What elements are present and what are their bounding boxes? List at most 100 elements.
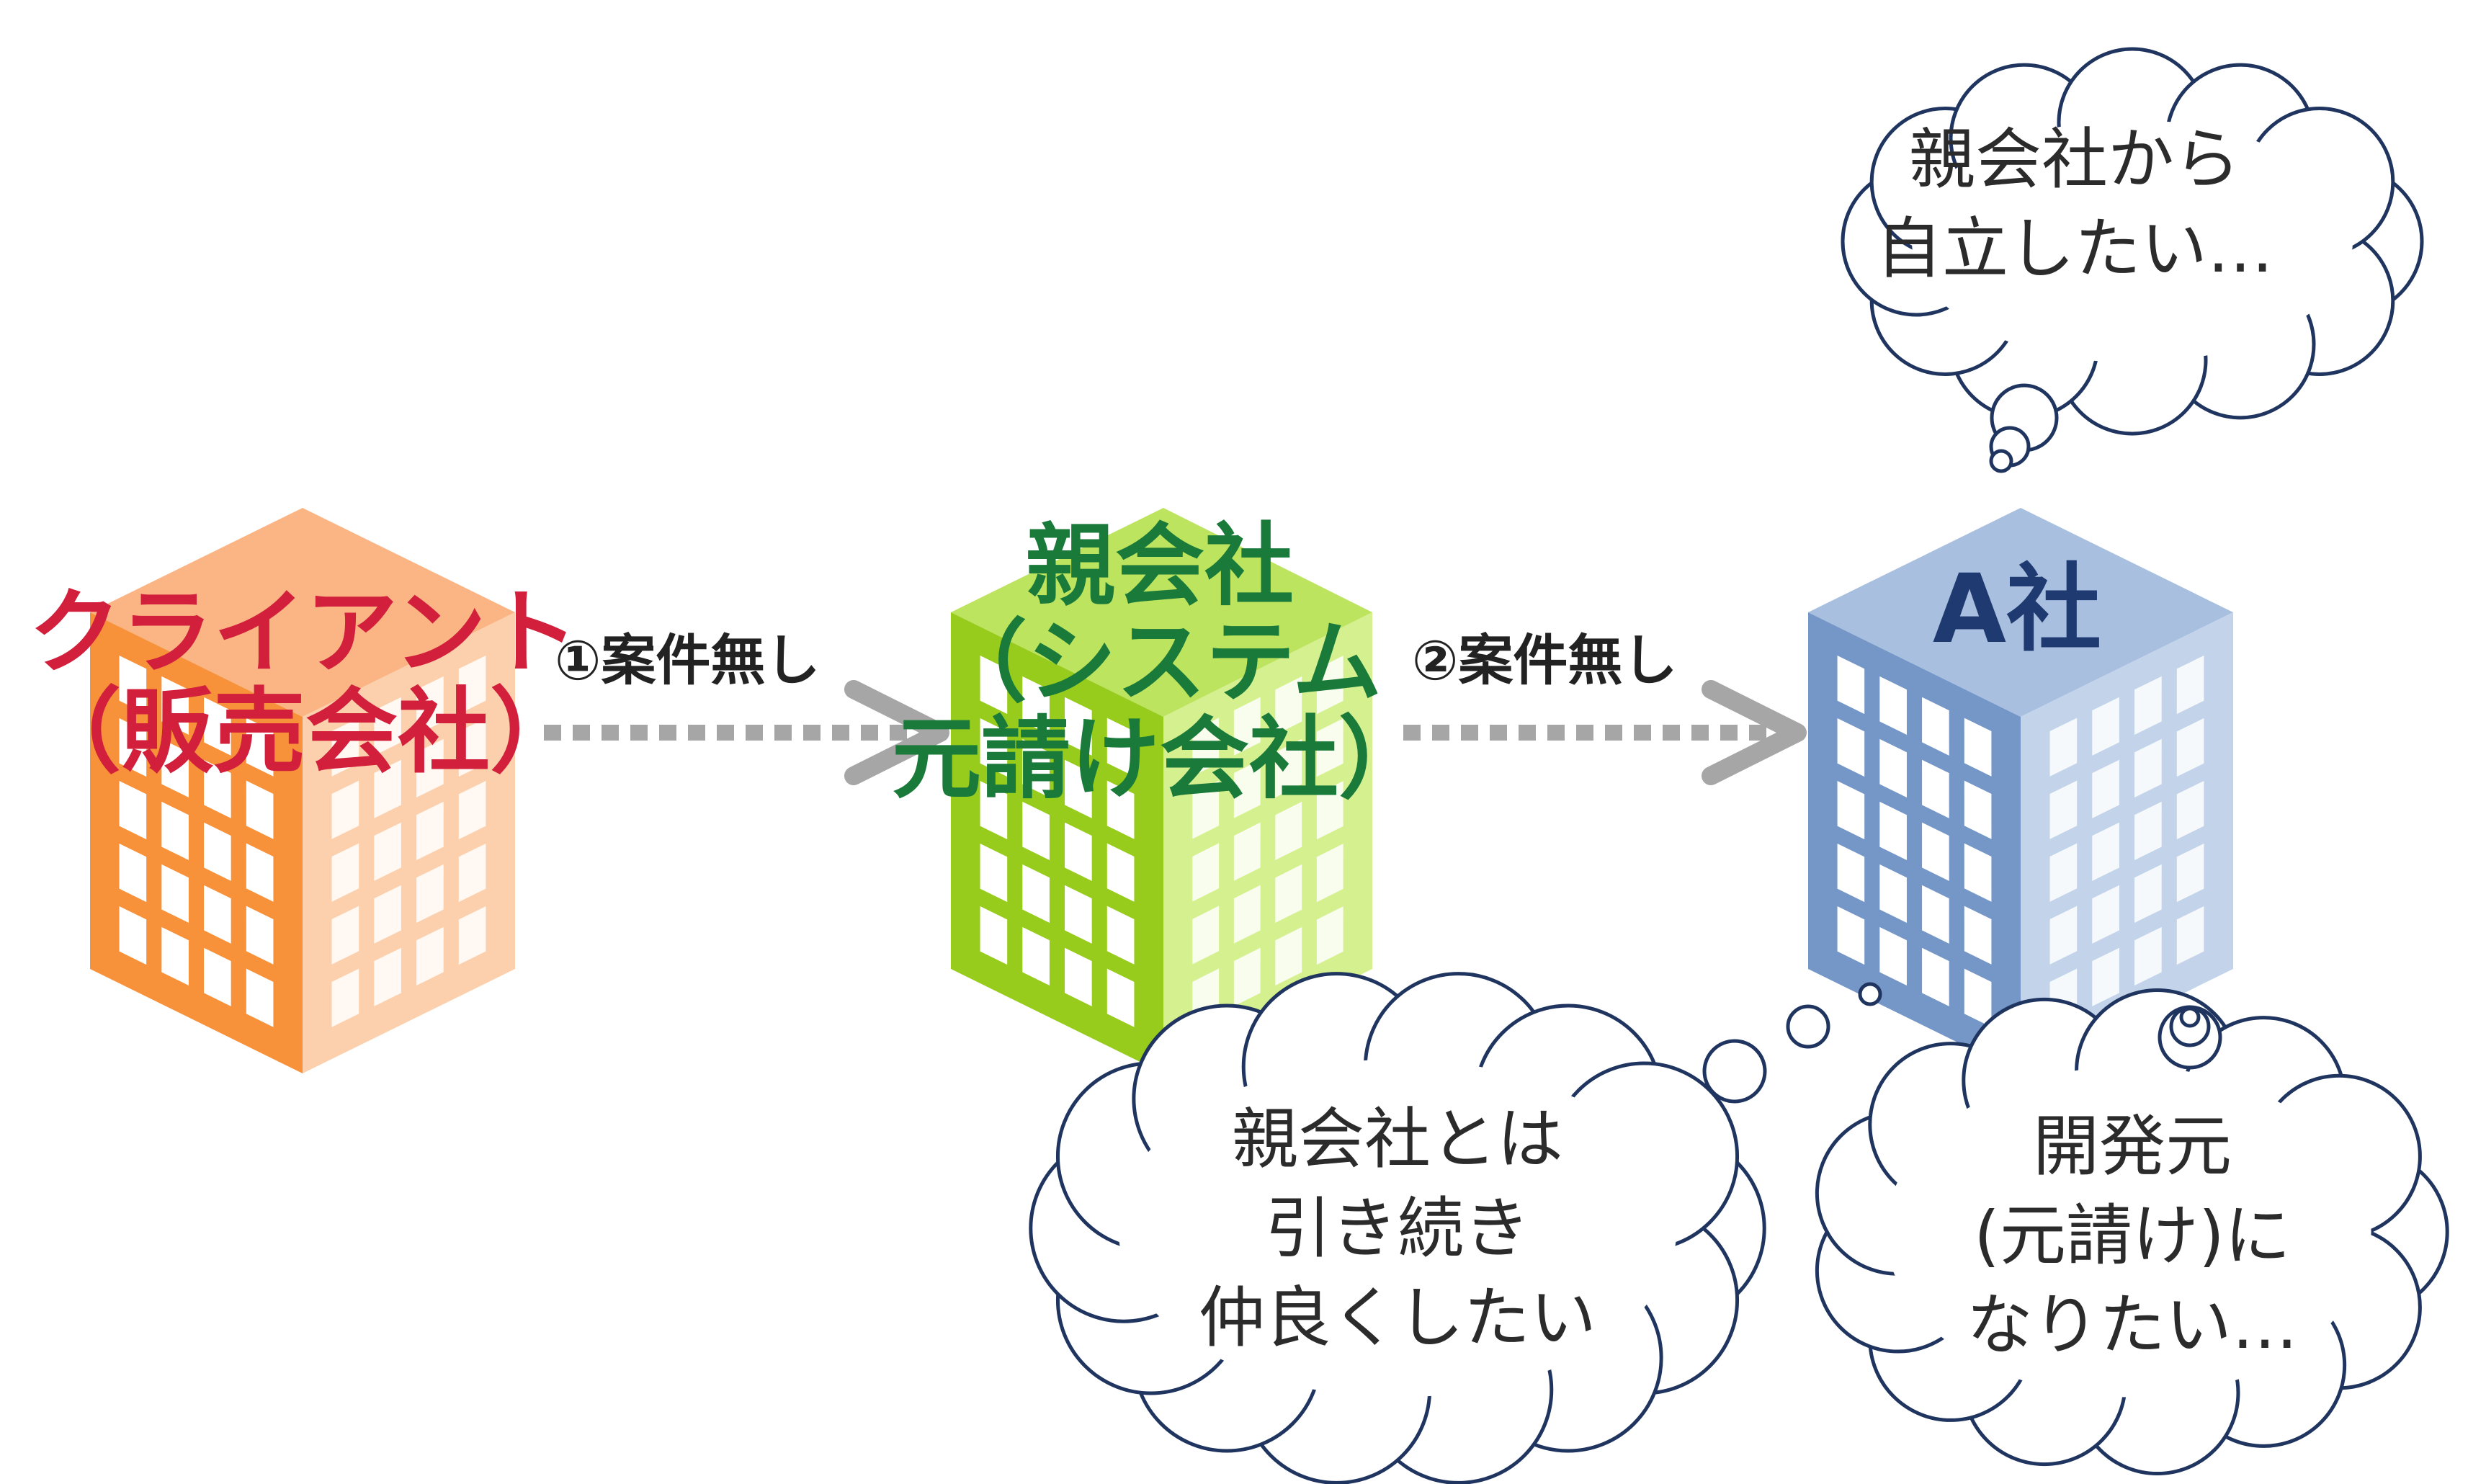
top-bubble-text: 親会社から 自立したい…: [1830, 115, 2320, 294]
client-label-line-1: クライアント: [29, 579, 578, 687]
a-building-icon-window: [2176, 906, 2204, 965]
parent-building-icon-window: [1316, 844, 1343, 903]
client-building-icon-window: [331, 718, 359, 777]
parent-building-icon-window: [1275, 738, 1302, 797]
a-building-icon-window: [1964, 843, 1992, 902]
a-building-icon-window: [2092, 885, 2119, 944]
client-building-icon-window: [204, 947, 231, 1006]
parent-building-icon-window: [980, 655, 1008, 715]
a-building-icon-window: [2134, 738, 2162, 797]
client-building-icon-window: [246, 906, 274, 965]
bottom-right-bubble-trail: [2158, 1005, 2222, 1070]
client-building-icon-window: [331, 906, 359, 965]
parent-building-icon: [951, 508, 1372, 1073]
parent-building-icon-window: [1316, 718, 1343, 777]
client-building-icon-window: [161, 801, 189, 860]
bottom-right-bubble-line-3: なりたい…: [1966, 1287, 2298, 1364]
client-building-icon-window: [119, 718, 147, 777]
a-building-icon-window: [1922, 885, 1949, 944]
a-building-icon-window: [1837, 780, 1865, 840]
parent-building-icon-window: [1022, 801, 1050, 860]
a-building-icon-window: [2049, 718, 2078, 777]
client-building-icon-window: [374, 885, 401, 944]
a-building-icon-window: [1837, 906, 1865, 965]
parent-building-icon-window: [1106, 718, 1135, 777]
a-building-icon-window: [2134, 864, 2162, 923]
bottom-left-thought-bubble: [1029, 972, 1766, 1484]
client-building-icon: [90, 508, 515, 1073]
a-building-icon-window: [1837, 843, 1865, 903]
arrow-1-dotted-arrow-right-icon-head: [844, 680, 949, 785]
parent-building-icon-window: [980, 843, 1008, 903]
top-bubble-trail: [1989, 383, 2059, 473]
a-building-icon-window: [2134, 926, 2162, 985]
parent-building-icon-window: [1065, 697, 1092, 756]
parent-building-icon-window: [1022, 676, 1050, 735]
parent-building-icon-window: [1106, 843, 1135, 902]
a-building-icon-window: [2092, 947, 2119, 1006]
parent-label-line-1: 親会社: [1025, 514, 1294, 618]
parent-building-icon-window: [1065, 822, 1092, 881]
client-building-icon-window: [331, 843, 359, 902]
a-building-icon-window: [1964, 780, 1992, 839]
parent-building-icon-window: [1233, 947, 1261, 1006]
client-building-icon-window: [161, 676, 189, 735]
client-building-icon-window: [374, 947, 401, 1006]
client-building-icon-window: [204, 885, 231, 944]
parent-building-icon-window: [1065, 759, 1092, 818]
parent-building-icon-window: [1316, 906, 1343, 965]
client-building-icon-window: [374, 697, 401, 756]
arrow-2-dotted-arrow-right-icon: [1403, 680, 1807, 785]
client-building-label: クライアント （販売会社）: [29, 579, 582, 782]
a-building-icon-window: [1964, 718, 1992, 777]
parent-building-icon-window: [1275, 801, 1302, 860]
client-building-icon-window: [416, 738, 444, 797]
parent-building-icon-window: [1065, 885, 1092, 944]
client-building-icon-window: [246, 968, 274, 1027]
arrow-1-label: ①案件無し: [555, 628, 821, 692]
parent-building-icon-window: [1192, 843, 1220, 902]
client-building-icon-window: [119, 780, 147, 840]
parent-building-icon-window: [1106, 906, 1135, 965]
client-building-icon-window: [119, 906, 147, 965]
client-building-icon-window: [204, 697, 231, 756]
parent-building-icon-window: [1022, 738, 1050, 797]
a-building-icon-window: [1879, 926, 1907, 985]
parent-building-icon-window: [1233, 885, 1261, 944]
parent-building-icon-window: [1233, 759, 1261, 818]
bottom-left-bubble-line-2: 引き続き: [1264, 1190, 1530, 1268]
client-building-icon-window: [458, 906, 486, 965]
a-building-icon-window: [1964, 968, 1992, 1027]
a-building-icon-window: [2134, 801, 2162, 860]
parent-building-icon-window: [980, 718, 1008, 777]
client-building-icon-window: [374, 759, 401, 818]
arrow-2-label: ②案件無し: [1412, 628, 1678, 692]
client-building-icon-window: [458, 843, 486, 903]
a-building-label: A社: [1851, 558, 2183, 661]
parent-building-label: 親会社 （システム 元請け会社）: [886, 514, 1434, 811]
bottom-left-bubble-text: 親会社とは 引き続き 仲良くしたい: [1124, 1095, 1671, 1364]
parent-building-icon-window: [1106, 968, 1135, 1027]
a-label-line-1: A社: [1932, 554, 2102, 665]
client-building-icon-window: [204, 822, 231, 881]
a-building-icon-window: [2176, 718, 2204, 777]
parent-building-icon-window: [1022, 864, 1050, 923]
a-building-icon-window: [2176, 843, 2204, 903]
client-building-icon-window: [416, 926, 444, 985]
bottom-left-bubble-line-1: 親会社とは: [1231, 1101, 1563, 1178]
top-bubble-line-2: 自立したい…: [1875, 210, 2273, 288]
client-building-icon-window: [119, 655, 147, 715]
client-building-icon-window: [416, 864, 444, 923]
a-building-icon-window: [1879, 738, 1907, 797]
client-building-icon-window: [374, 822, 401, 881]
a-building-icon-window: [1879, 864, 1907, 923]
parent-building-icon-window: [1065, 947, 1092, 1006]
parent-label-line-3: 元請け会社）: [891, 707, 1428, 811]
client-building-icon-window: [458, 655, 486, 715]
a-building-icon-window: [1837, 655, 1865, 715]
client-building-icon-window: [204, 759, 231, 818]
parent-building-icon-window: [1192, 780, 1220, 839]
top-thought-bubble: [1841, 47, 2424, 436]
a-building-icon-window: [2092, 759, 2119, 818]
